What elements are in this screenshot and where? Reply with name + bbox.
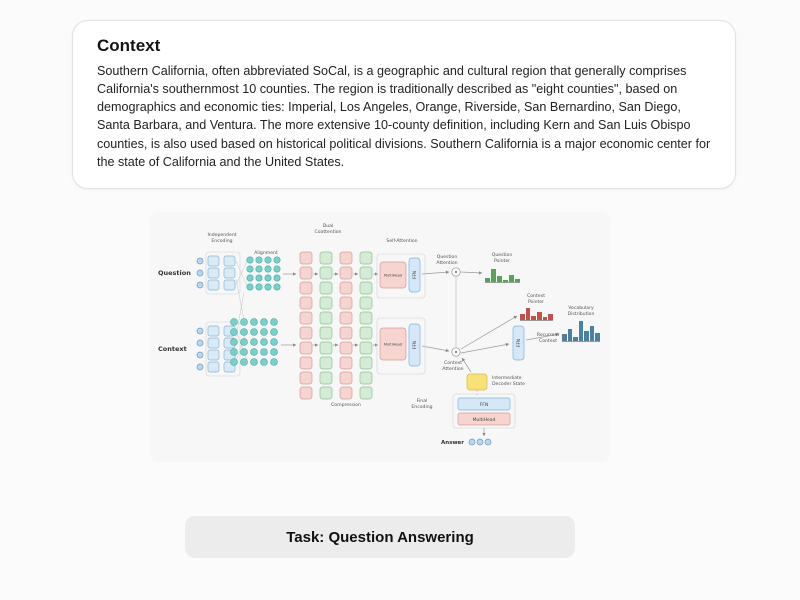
ffn-label: FFN	[480, 402, 489, 408]
answer-token-vectors	[468, 438, 492, 446]
ffn-label: FFN	[516, 339, 521, 347]
svg-text:Attention: Attention	[442, 366, 463, 372]
vocabulary-distribution-label: Vocabulary	[568, 305, 594, 311]
dual-coattention-columns	[299, 251, 373, 400]
svg-text:Coattention: Coattention	[315, 229, 342, 235]
intermediate-decoder-state-label: Intermediate Decoder State	[492, 375, 525, 387]
svg-text:Context: Context	[539, 338, 557, 344]
intermediate-decoder-state-box	[466, 373, 488, 391]
answer-label: Answer	[441, 440, 464, 446]
context-card: Context Southern California, often abbre…	[72, 20, 736, 189]
question-pointer-chart	[485, 267, 520, 283]
question-token-vectors	[196, 257, 204, 289]
task-label: Task: Question Answering	[286, 528, 474, 546]
alignment-matrices	[230, 256, 281, 366]
svg-text:Attention: Attention	[436, 260, 457, 266]
context-token-vectors	[196, 327, 204, 371]
context-row-label: Context	[158, 345, 187, 353]
coattention-cross-connections	[235, 260, 248, 362]
stage-labels: Independent Encoding Dual Coattention Al…	[207, 223, 432, 410]
recurrent-context-label: Recurrent	[537, 332, 560, 338]
ffn-label: FFN	[412, 341, 417, 349]
svg-text:Intermediate: Intermediate	[492, 375, 522, 381]
context-pointer-label: Context	[527, 293, 545, 299]
question-row-label: Question	[158, 269, 191, 277]
question-self-attention-block: MultiHead FFN	[379, 257, 421, 293]
multihead-label: MultiHead	[384, 343, 402, 347]
final-encoding-label: Final	[417, 398, 428, 404]
self-attention-label: Self-Attention	[386, 238, 417, 244]
ffn-label: FFN	[412, 271, 417, 279]
context-body: Southern California, often abbreviated S…	[97, 64, 711, 169]
context-title: Context	[97, 36, 161, 55]
dual-coattention-label: Dual	[323, 223, 334, 229]
recurrent-context-ffn: FFN	[512, 325, 525, 361]
model-architecture-diagram: Question Context Independent Encoding Du…	[150, 212, 610, 462]
svg-text:Pointer: Pointer	[528, 299, 544, 305]
svg-text:Pointer: Pointer	[494, 258, 510, 264]
multihead-label: MultiHead	[473, 417, 496, 423]
svg-text:Encoding: Encoding	[211, 238, 232, 244]
question-attention-label: Question	[437, 254, 458, 260]
output-labels: Question Attention Question Pointer Cont…	[436, 252, 594, 372]
context-attention-node	[451, 347, 461, 357]
independent-encoding-boxes	[207, 255, 236, 373]
context-self-attention-block: MultiHead FFN	[379, 323, 421, 367]
task-bar: Task: Question Answering	[185, 516, 575, 558]
compression-label: Compression	[331, 402, 361, 408]
decoder-stack: FFN MultiHead	[457, 397, 511, 426]
question-pointer-label: Question	[492, 252, 513, 258]
independent-encoding-label: Independent	[207, 232, 236, 238]
vocabulary-distribution-chart	[562, 319, 601, 342]
svg-text:Decoder State: Decoder State	[492, 381, 525, 387]
connector-lines	[455, 277, 478, 397]
context-attention-label: Context	[444, 360, 462, 366]
context-pointer-chart	[520, 307, 554, 321]
flow-arrows	[281, 270, 560, 437]
question-attention-node	[451, 267, 461, 277]
svg-text:Encoding: Encoding	[411, 404, 432, 410]
mqan-architecture-svg: Question Context Independent Encoding Du…	[158, 223, 594, 446]
multihead-label: MultiHead	[384, 274, 402, 278]
alignment-label: Alignment	[254, 250, 278, 256]
svg-text:Distribution: Distribution	[568, 311, 595, 317]
